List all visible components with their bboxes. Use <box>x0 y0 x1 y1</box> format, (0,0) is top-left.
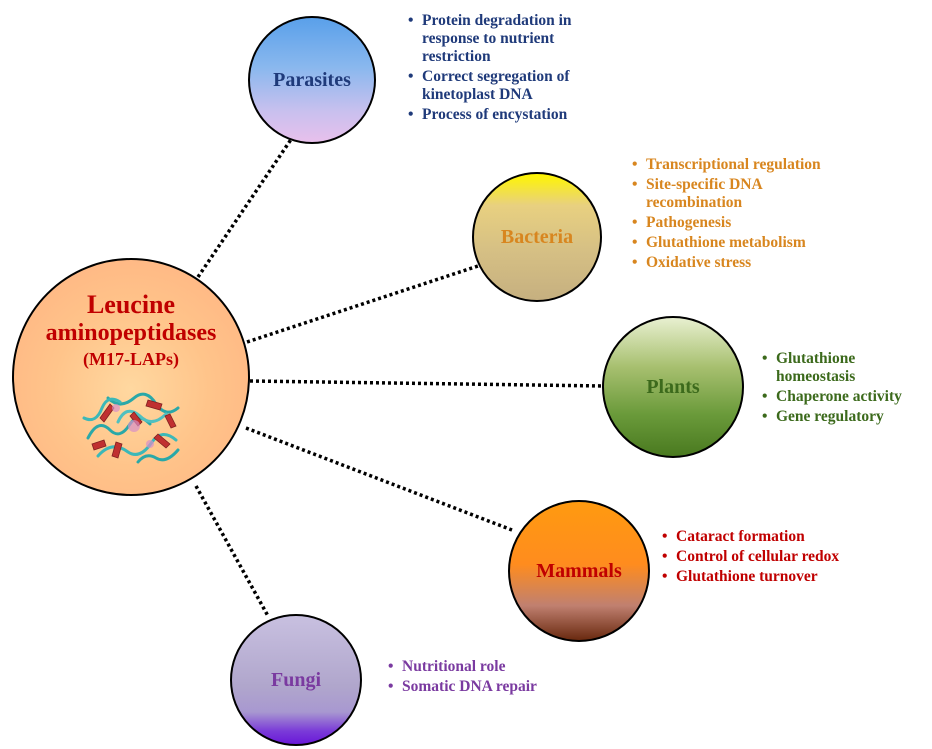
list-item: Pathogenesis <box>632 214 827 232</box>
list-item: Site-specific DNA recombination <box>632 176 827 212</box>
node-mammals: Mammals <box>508 500 650 642</box>
connector-plants <box>249 379 605 388</box>
list-item: Nutritional role <box>388 658 598 676</box>
list-item: Protein degradation in response to nutri… <box>408 12 623 66</box>
center-title-line2: aminopeptidases <box>45 319 217 346</box>
list-item: Glutathione homeostasis <box>762 350 932 386</box>
node-plants: Plants <box>602 316 744 458</box>
list-item: Transcriptional regulation <box>632 156 827 174</box>
node-bacteria: Bacteria <box>472 172 602 302</box>
list-item: Process of encystation <box>408 106 623 124</box>
center-node-leucine-aminopeptidases: Leucine aminopeptidases (M17-LAPs) <box>12 258 250 496</box>
list-item: Control of cellular redox <box>662 548 902 566</box>
node-parasites: Parasites <box>248 16 376 144</box>
connector-fungi <box>194 485 270 617</box>
fungi-function-list: Nutritional role Somatic DNA repair <box>388 658 598 698</box>
list-item: Somatic DNA repair <box>388 678 598 696</box>
list-item: Glutathione metabolism <box>632 234 827 252</box>
node-label-bacteria: Bacteria <box>500 225 574 248</box>
list-item: Cataract formation <box>662 528 902 546</box>
center-title-line3: (M17-LAPs) <box>83 349 179 370</box>
node-label-mammals: Mammals <box>536 559 622 582</box>
list-item: Oxidative stress <box>632 254 827 272</box>
node-label-fungi: Fungi <box>270 668 322 691</box>
connector-parasites <box>196 137 294 278</box>
mammals-function-list: Cataract formation Control of cellular r… <box>662 528 902 588</box>
list-item: Chaperone activity <box>762 388 932 406</box>
node-label-plants: Plants <box>646 375 700 398</box>
center-title-line1: Leucine <box>86 290 176 319</box>
list-item: Gene regulatory <box>762 408 932 426</box>
connector-bacteria <box>246 264 479 344</box>
connector-mammals <box>245 426 513 532</box>
node-label-parasites: Parasites <box>273 68 351 91</box>
node-fungi: Fungi <box>230 614 362 746</box>
bacteria-function-list: Transcriptional regulation Site-specific… <box>632 156 827 274</box>
parasites-function-list: Protein degradation in response to nutri… <box>408 12 623 126</box>
protein-structure-image <box>82 392 180 464</box>
list-item: Correct segregation of kinetoplast DNA <box>408 68 623 104</box>
plants-function-list: Glutathione homeostasis Chaperone activi… <box>762 350 932 428</box>
list-item: Glutathione turnover <box>662 568 902 586</box>
